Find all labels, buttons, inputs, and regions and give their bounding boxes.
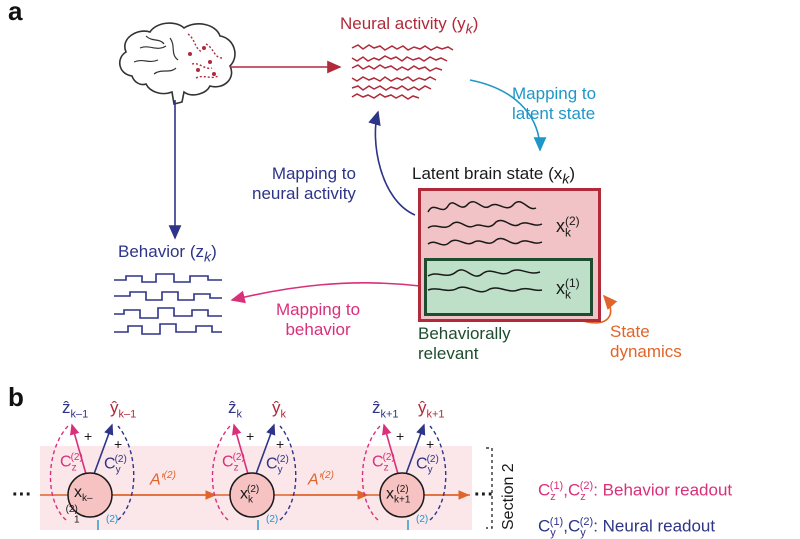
node-group-3 [361,423,447,521]
neural-activity-label: Neural activity (yk) [340,14,479,38]
bottom-partial-3: (2) [416,514,429,525]
section-label: Section 2 [500,463,517,530]
brain-icon [119,22,236,105]
y-hat-3: ŷk+1 [418,398,445,421]
bottom-partial-2: (2) [266,514,279,525]
plus-2: + [246,428,255,444]
latent-traces [427,201,543,293]
plus-3: + [396,428,405,444]
transition-label-2: A′(2) [308,470,334,489]
z-hat-1: ẑk–1 [62,398,89,421]
plus-4: + [114,436,123,452]
mapping-behavior-label: Mapping to behavior [276,300,361,339]
arrow-latent-to-behavior [230,282,421,304]
behaviorally-relevant-box [424,258,593,316]
cz-label-3: Cz(2) [372,452,395,474]
node-group-2 [211,423,297,521]
plus-5: + [276,436,285,452]
bottom-partial-1: (2) [106,514,119,525]
latent-state-label: Latent brain state (xk) [412,164,576,188]
cy-label-2: Cy(2) [266,454,289,476]
cy-label-3: Cy(2) [416,454,439,476]
cz-label-1: Cz(2) [60,452,83,474]
panel-b-letter: b [8,382,24,412]
node-label-3: xk+1(2) [386,484,411,506]
node-label-1: xk–1(2) [65,484,93,526]
legend-neural: Cy(1),Cy(2): Neural readout [538,516,716,539]
x1-label: xk(1) [556,276,580,302]
z-hat-3: ẑk+1 [372,398,399,421]
x2-label: xk(2) [556,214,580,240]
neural-activity-traces [351,44,454,100]
y-hat-2: ŷk [272,398,286,421]
arrow-neural-to-latent [469,79,547,152]
section-bracket [486,447,493,529]
behavior-label: Behavior (zk) [118,242,217,266]
legend-behavior: Cz(1),Cz(2): Behavior readout [538,480,733,504]
plus-6: + [426,436,435,452]
node-label-2: xk(2) [240,484,260,506]
ellipsis-right: ··· [474,484,494,506]
bottom-stubs [97,520,409,530]
arrow-latent-to-neural [368,110,416,216]
state-dynamics-label: State dynamics [610,322,682,361]
behavior-traces [114,273,222,335]
mapping-latent-label: Mapping to latent state [512,84,597,123]
plus-1: + [84,428,93,444]
z-hat-2: ẑk [228,398,242,421]
mapping-neural-label: Mapping to neural activity [252,164,356,203]
transition-label-1: A′(2) [150,470,176,489]
cz-label-2: Cz(2) [222,452,245,474]
behaviorally-relevant-label: Behaviorally relevant [418,324,511,363]
ellipsis-left: ··· [12,484,32,506]
panel-a-letter: a [8,0,23,26]
y-hat-1: ŷk–1 [110,398,137,421]
cy-label-1: Cy(2) [104,454,127,476]
node-group-1 [49,423,135,521]
